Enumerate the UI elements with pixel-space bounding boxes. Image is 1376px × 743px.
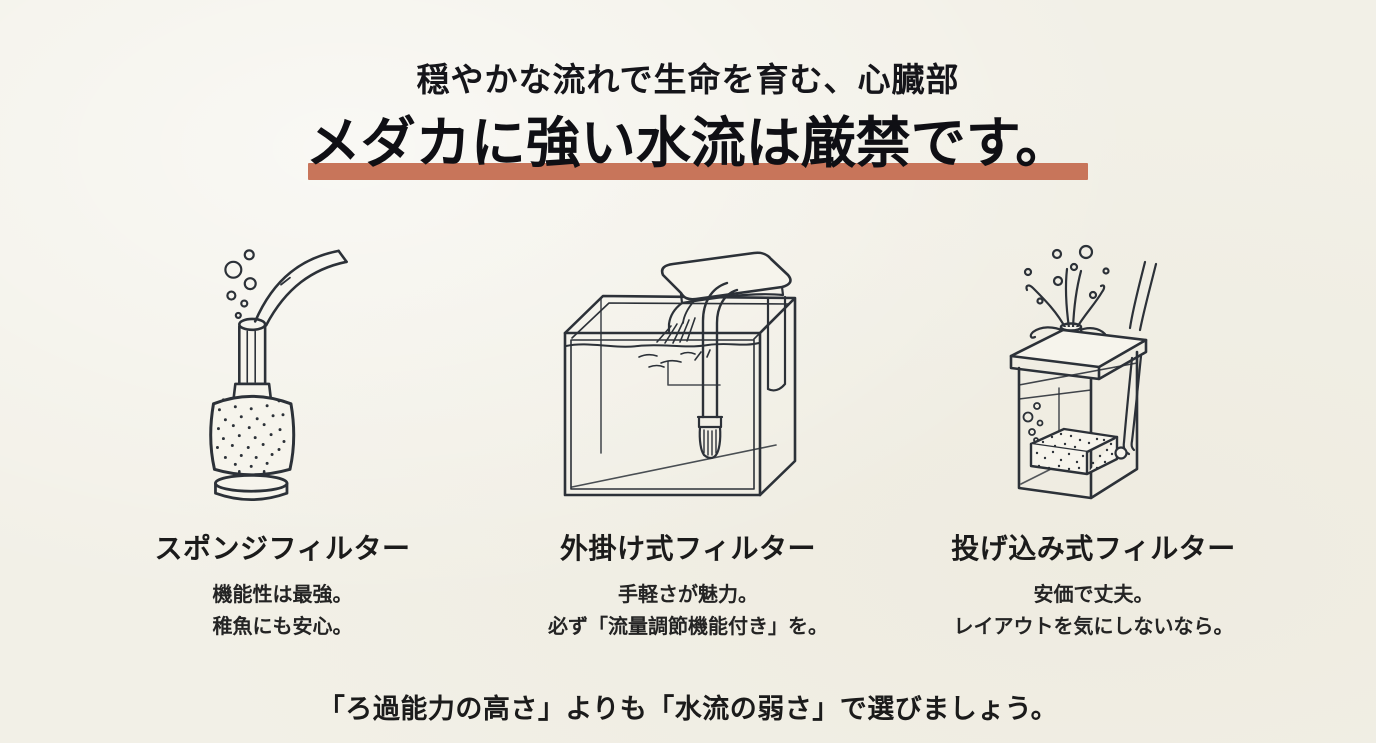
hang-on-filter-icon — [563, 251, 797, 497]
filter-description: 機能性は最強。 稚魚にも安心。 — [80, 579, 485, 643]
description-line: 手軽さが魅力。 — [618, 583, 758, 606]
filter-name: 投げ込み式フィルター — [951, 532, 1236, 564]
filter-description: 手軽さが魅力。 必ず「流量調節機能付き」を。 — [486, 579, 891, 643]
filter-description: 安価で丈夫。 レイアウトを気にしないなら。 — [891, 579, 1296, 643]
filter-card-sponge: スポンジフィルター 機能性は最強。 稚魚にも安心。 — [80, 233, 485, 643]
title-highlight: メダカに強い水流は厳禁です。 — [304, 112, 1088, 183]
aquarium-tank — [563, 294, 797, 497]
page-title: メダカに強い水流は厳禁です。 — [0, 112, 1376, 183]
hang-on-filter-illustration — [486, 233, 891, 521]
subtitle: 穏やかな流れで生命を育む、心臓部 — [416, 63, 960, 99]
filter-name: スポンジフィルター — [154, 532, 411, 564]
submersible-filter-icon — [1009, 244, 1157, 500]
header: 穏やかな流れで生命を育む、心臓部 メダカに強い水流は厳禁です。 — [0, 0, 1376, 183]
footer-message: 「ろ過能力の高さ」よりも「水流の弱さ」で選びましょう。 — [317, 693, 1059, 724]
filter-card-submersible: 投げ込み式フィルター 安価で丈夫。 レイアウトを気にしないなら。 — [891, 233, 1296, 643]
airline-tube — [1122, 260, 1157, 455]
waterfall-lines — [656, 317, 696, 344]
filter-box — [1017, 350, 1138, 500]
sponge-block — [1029, 427, 1128, 476]
airline-tube — [253, 249, 348, 327]
submersible-filter-illustration — [891, 233, 1296, 521]
lift-tube — [231, 317, 272, 402]
sponge-body — [208, 394, 295, 477]
filter-card-hang-on: 外掛け式フィルター 手軽さが魅力。 必ず「流量調節機能付き」を。 — [486, 233, 891, 643]
strainer — [698, 425, 722, 459]
filter-outer-body — [766, 295, 787, 392]
footer: 「ろ過能力の高さ」よりも「水流の弱さ」で選びましょう。 — [0, 687, 1376, 726]
description-line: 稚魚にも安心。 — [212, 615, 353, 638]
water-surface — [565, 341, 760, 386]
filters-row: スポンジフィルター 機能性は最強。 稚魚にも安心。 — [0, 233, 1376, 643]
sponge-filter-icon — [208, 249, 348, 501]
filter-name: 外掛け式フィルター — [560, 532, 816, 564]
inner-bubbles — [1022, 401, 1043, 443]
description-line: 機能性は最強。 — [212, 583, 353, 606]
sponge-filter-illustration — [80, 233, 485, 521]
bubbles — [223, 249, 257, 319]
filter-head — [656, 251, 792, 344]
intake-tube — [696, 281, 739, 459]
description-line: 安価で丈夫。 — [1033, 583, 1154, 606]
filter-lid — [1009, 328, 1147, 381]
description-line: レイアウトを気にしないなら。 — [953, 615, 1234, 638]
tube-connector — [1113, 446, 1128, 460]
filter-base — [213, 469, 288, 501]
description-line: 必ず「流量調節機能付き」を。 — [548, 615, 828, 638]
